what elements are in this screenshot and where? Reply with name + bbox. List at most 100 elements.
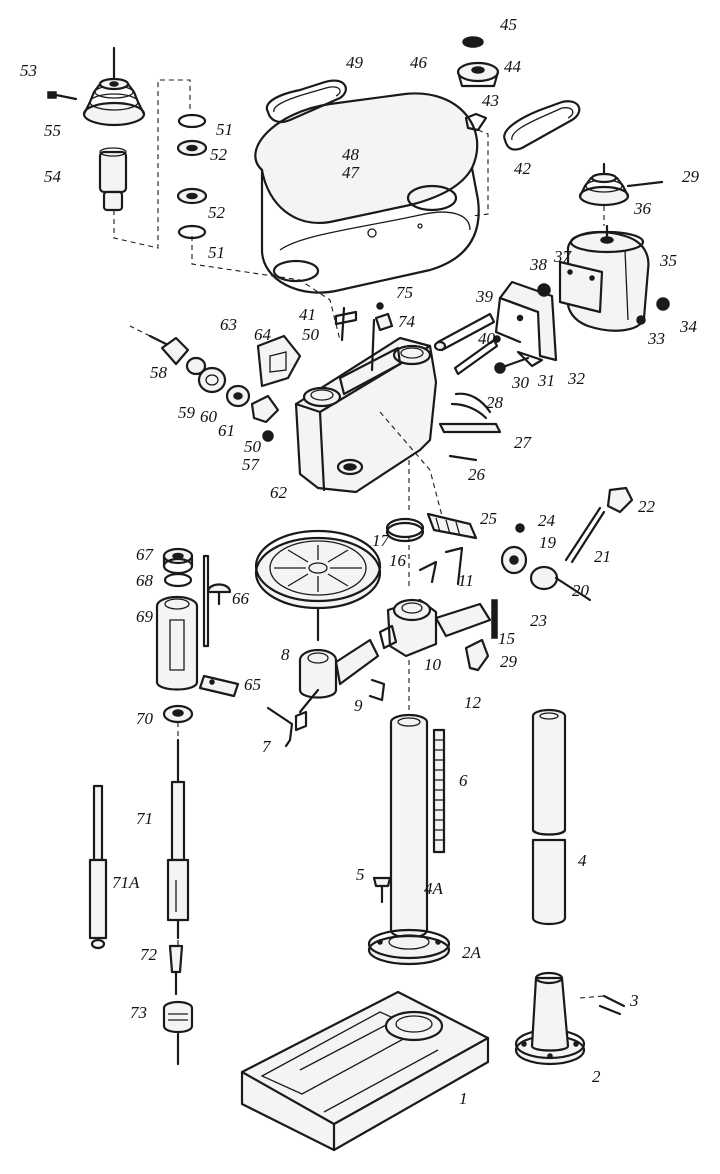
part-label: 25 (480, 509, 497, 528)
part-label: 51 (208, 243, 225, 262)
work-table-16 (254, 529, 382, 642)
table-bracket-10 (378, 546, 492, 672)
part-label: 9 (354, 696, 363, 715)
part-label: 4A (424, 879, 444, 898)
part-label: 65 (244, 675, 261, 694)
part-label: 29 (682, 167, 700, 186)
drill-chuck-73 (162, 1000, 194, 1066)
quill-cap-67 (162, 547, 194, 575)
arbor-72 (168, 944, 184, 996)
part-label: 29 (500, 652, 518, 671)
spring-cover-27-28 (438, 392, 502, 462)
part-label: 73 (130, 1003, 147, 1022)
spindle-pulley-55 (82, 46, 146, 127)
part-label: 52 (208, 203, 226, 222)
part-label: 17 (372, 531, 391, 550)
part-label: 44 (504, 57, 522, 76)
part-label: 48 (342, 145, 360, 164)
motor-bracket-31-32 (494, 280, 558, 374)
part-label: 50 (244, 437, 262, 456)
part-label: 26 (468, 465, 486, 484)
column-flange-2 (514, 971, 586, 1066)
tension-lever-40 (453, 335, 501, 376)
quill-bearing-70 (162, 704, 194, 724)
part-label: 64 (254, 325, 272, 344)
part-label: 36 (633, 199, 652, 218)
part-label: 35 (659, 251, 677, 270)
feed-handle-19-22 (500, 486, 634, 602)
set-screw-53 (47, 91, 78, 101)
quill-69 (155, 554, 210, 691)
part-label: 62 (270, 483, 288, 502)
spindle-sleeve-54 (98, 147, 128, 212)
part-label: 57 (242, 455, 261, 474)
part-label: 69 (136, 607, 154, 626)
part-label: 70 (136, 709, 154, 728)
part-label: 22 (638, 497, 656, 516)
leader-lines (113, 79, 605, 999)
part-label: 60 (200, 407, 218, 426)
part-label: 27 (514, 433, 533, 452)
part-label: 37 (553, 247, 573, 266)
lock-pins-7-9 (368, 678, 386, 702)
belt-cover-46 (254, 92, 480, 294)
column-4 (531, 708, 567, 926)
head-casting-62 (294, 306, 438, 494)
motor-35 (558, 224, 670, 332)
part-label: 21 (594, 547, 611, 566)
column-4a (389, 713, 429, 939)
part-label: 2A (462, 943, 482, 962)
knob-66 (206, 583, 232, 606)
part-label: 20 (572, 581, 590, 600)
part-label: 19 (539, 533, 557, 552)
part-label: 51 (216, 120, 233, 139)
part-label: 61 (218, 421, 235, 440)
part-label: 71 (136, 809, 153, 828)
part-label: 42 (514, 159, 532, 178)
part-label: 11 (458, 571, 474, 590)
part-label: 74 (398, 312, 416, 331)
bearing-stack-51-52 (176, 113, 208, 240)
part-label: 46 (410, 53, 428, 72)
part-label: 8 (281, 645, 290, 664)
part-label: 32 (567, 369, 586, 388)
part-label: 50 (302, 325, 320, 344)
retaining-ring-68 (163, 572, 193, 588)
lock-screws-3 (598, 994, 626, 1016)
screw-5 (372, 876, 392, 904)
part-label: 41 (299, 305, 316, 324)
part-label: 71A (112, 873, 140, 892)
part-label: 4 (578, 851, 587, 870)
part-label: 31 (537, 371, 555, 390)
part-label: 63 (220, 315, 237, 334)
part-label: 52 (210, 145, 228, 164)
part-label: 33 (647, 329, 665, 348)
part-label: 43 (482, 91, 499, 110)
motor-pulley-44 (456, 36, 500, 132)
part-label: 2 (592, 1067, 601, 1086)
part-label: 24 (538, 511, 556, 530)
part-label: 53 (20, 61, 37, 80)
part-label: 67 (136, 545, 155, 564)
part-label: 38 (529, 255, 548, 274)
part-label: 49 (346, 53, 364, 72)
part-label: 68 (136, 571, 154, 590)
part-label: 66 (232, 589, 250, 608)
column-collar-17 (385, 517, 425, 543)
rack-6 (432, 728, 446, 854)
part-label: 16 (389, 551, 407, 570)
part-label: 7 (262, 737, 272, 756)
part-label: 34 (679, 317, 698, 336)
part-label: 23 (530, 611, 547, 630)
pinion-shaft-25 (426, 512, 525, 540)
part-label: 75 (396, 283, 413, 302)
part-label: 54 (44, 167, 62, 186)
part-label: 15 (498, 629, 515, 648)
spindle-71 (166, 738, 190, 940)
part-label: 1 (459, 1089, 468, 1108)
part-label: 10 (424, 655, 442, 674)
switch-box-64 (256, 334, 302, 388)
column-base-2a (367, 928, 451, 966)
belt-49 (265, 79, 347, 124)
